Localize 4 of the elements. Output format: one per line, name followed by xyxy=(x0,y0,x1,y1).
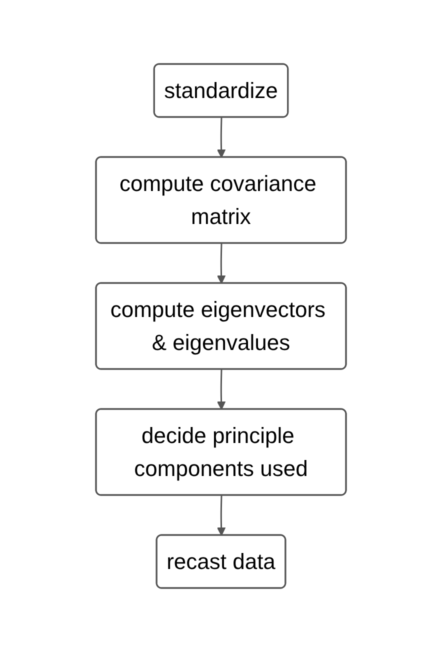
arrow xyxy=(216,243,226,284)
arrow xyxy=(216,117,226,158)
arrow xyxy=(216,369,226,410)
arrow xyxy=(216,495,226,536)
